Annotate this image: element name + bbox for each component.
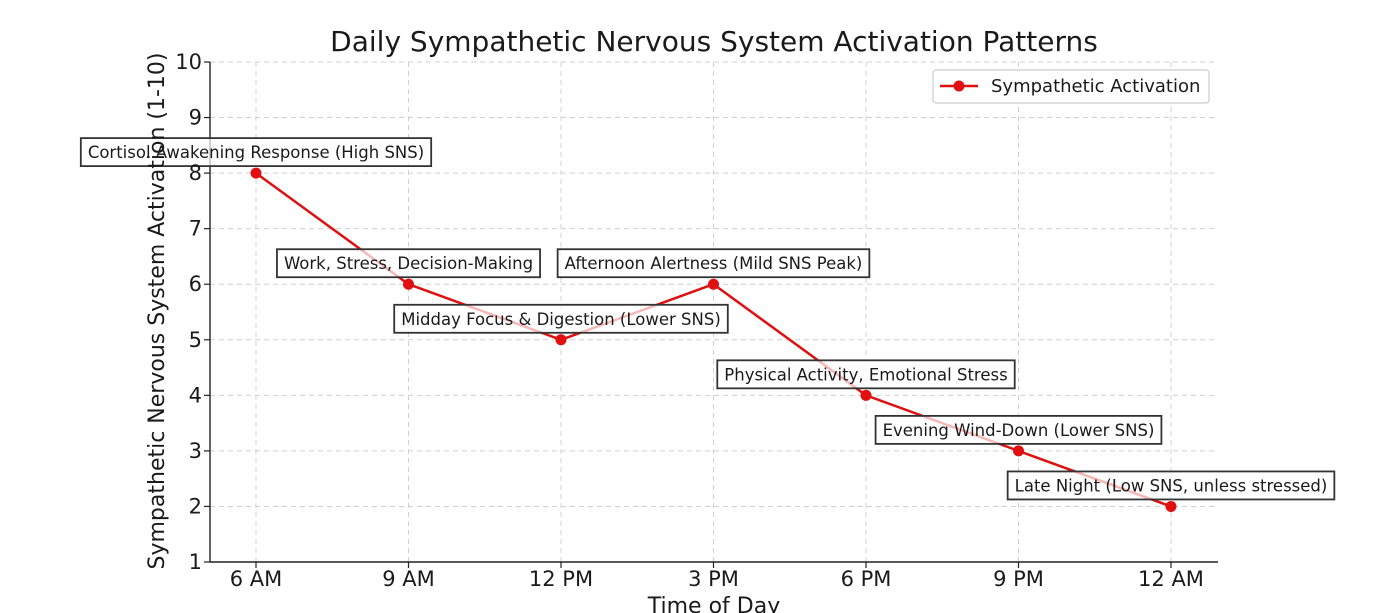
annotation-label: Late Night (Low SNS, unless stressed): [1015, 476, 1328, 495]
annotation: Late Night (Low SNS, unless stressed): [1006, 470, 1336, 501]
annotation: Cortisol Awakening Response (High SNS): [79, 137, 433, 168]
annotation: Evening Wind-Down (Lower SNS): [874, 414, 1163, 445]
chart-title: Daily Sympathetic Nervous System Activat…: [330, 25, 1098, 58]
annotation: Afternoon Alertness (Mild SNS Peak): [556, 248, 871, 279]
data-point: [860, 389, 872, 401]
annotation-layer: Cortisol Awakening Response (High SNS) Wo…: [79, 137, 1336, 501]
annotation-box: [1006, 470, 1336, 501]
annotation-box: [716, 359, 1016, 390]
x-tick-label: 6 PM: [841, 567, 892, 591]
annotation: Work, Stress, Decision-Making: [276, 248, 541, 279]
x-tick-label: 12 AM: [1138, 567, 1204, 591]
data-point: [403, 278, 414, 290]
annotation-box: [556, 248, 871, 279]
data-point: [250, 167, 262, 179]
x-tick-label: 9 PM: [993, 567, 1044, 591]
y-tick-label: 10: [175, 50, 202, 74]
y-tick-label: 9: [189, 106, 202, 130]
y-axis-label: Sympathetic Nervous System Activation (1…: [145, 53, 170, 570]
y-tick-label: 8: [189, 161, 202, 185]
y-tick-label: 6: [189, 272, 202, 296]
annotation-label: Work, Stress, Decision-Making: [284, 254, 533, 273]
y-tick-label: 4: [189, 383, 202, 407]
x-tick-label: 6 AM: [230, 567, 283, 591]
legend-frame: [932, 69, 1210, 104]
x-tick-label: 3 PM: [688, 567, 739, 591]
annotation-label: Afternoon Alertness (Mild SNS Peak): [565, 254, 863, 273]
y-tick-label: 1: [189, 550, 202, 574]
annotation-label: Physical Activity, Emotional Stress: [724, 365, 1007, 384]
annotation-box: [276, 248, 541, 279]
legend: Sympathetic Activation: [932, 69, 1210, 104]
data-point: [1165, 500, 1177, 512]
x-tick-label: 9 AM: [382, 567, 435, 591]
data-point: [1013, 445, 1024, 457]
series-layer: [250, 167, 1177, 512]
annotation-box: [393, 303, 729, 334]
annotation-label: Evening Wind-Down (Lower SNS): [883, 421, 1155, 440]
annotation-box: [79, 137, 433, 168]
annotation-label: Cortisol Awakening Response (High SNS): [88, 143, 424, 162]
data-point: [708, 278, 719, 290]
data-point: [555, 334, 567, 346]
annotation-label: Midday Focus & Digestion (Lower SNS): [401, 310, 721, 329]
annotation: Physical Activity, Emotional Stress: [716, 359, 1016, 390]
ticks-layer: 1 2 3 4 5 6 7 8 9 10 6 AM 9 AM 12 PM 3 PM 6 PM 9 PM 12 A…: [175, 50, 1204, 591]
legend-label: Sympathetic Activation: [991, 76, 1200, 97]
x-tick-label: 12 PM: [529, 567, 593, 591]
y-tick-label: 7: [189, 217, 202, 241]
annotation-box: [874, 414, 1163, 445]
y-tick-label: 2: [189, 494, 202, 518]
legend-marker-swatch: [953, 80, 965, 92]
annotation: Midday Focus & Digestion (Lower SNS): [393, 303, 729, 334]
y-tick-label: 3: [189, 439, 202, 463]
x-axis-label: Time of Day: [647, 594, 780, 613]
y-tick-label: 5: [189, 328, 202, 352]
